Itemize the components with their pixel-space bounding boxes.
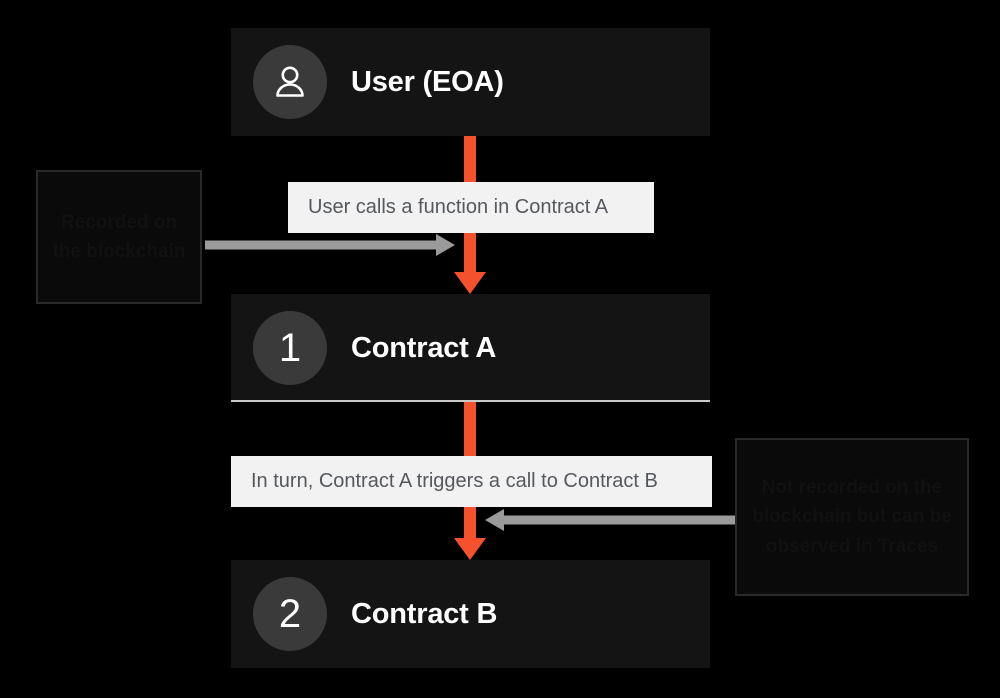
caption-contract-a-triggers-call: In turn, Contract A triggers a call to C… — [231, 456, 712, 507]
annotation-arrow-left-to-center — [205, 234, 455, 256]
caption-user-calls-function: User calls a function in Contract A — [288, 182, 654, 233]
node-label: Contract B — [351, 597, 498, 630]
step-number-badge: 1 — [253, 311, 327, 385]
arrow-head-right-icon — [436, 234, 455, 256]
arrow-shaft — [503, 515, 735, 525]
arrow-head-down-icon — [454, 272, 486, 294]
arrow-head-down-icon — [454, 538, 486, 560]
person-icon — [253, 45, 327, 119]
callout-recorded-on-blockchain: Recorded on the blockchain — [36, 170, 202, 304]
node-contract-b[interactable]: 2 Contract B — [231, 560, 710, 668]
arrow-head-left-icon — [485, 509, 504, 531]
node-accent-underline — [231, 400, 710, 402]
arrow-shaft — [205, 240, 437, 250]
node-label: User (EOA) — [351, 65, 504, 98]
annotation-arrow-right-to-center — [485, 509, 735, 531]
node-user-eoa[interactable]: User (EOA) — [231, 28, 710, 136]
node-label: Contract A — [351, 331, 497, 364]
callout-not-recorded-traces: Not recorded on the blockchain but can b… — [735, 438, 969, 596]
node-contract-a[interactable]: 1 Contract A — [231, 294, 710, 402]
step-number-badge: 2 — [253, 577, 327, 651]
